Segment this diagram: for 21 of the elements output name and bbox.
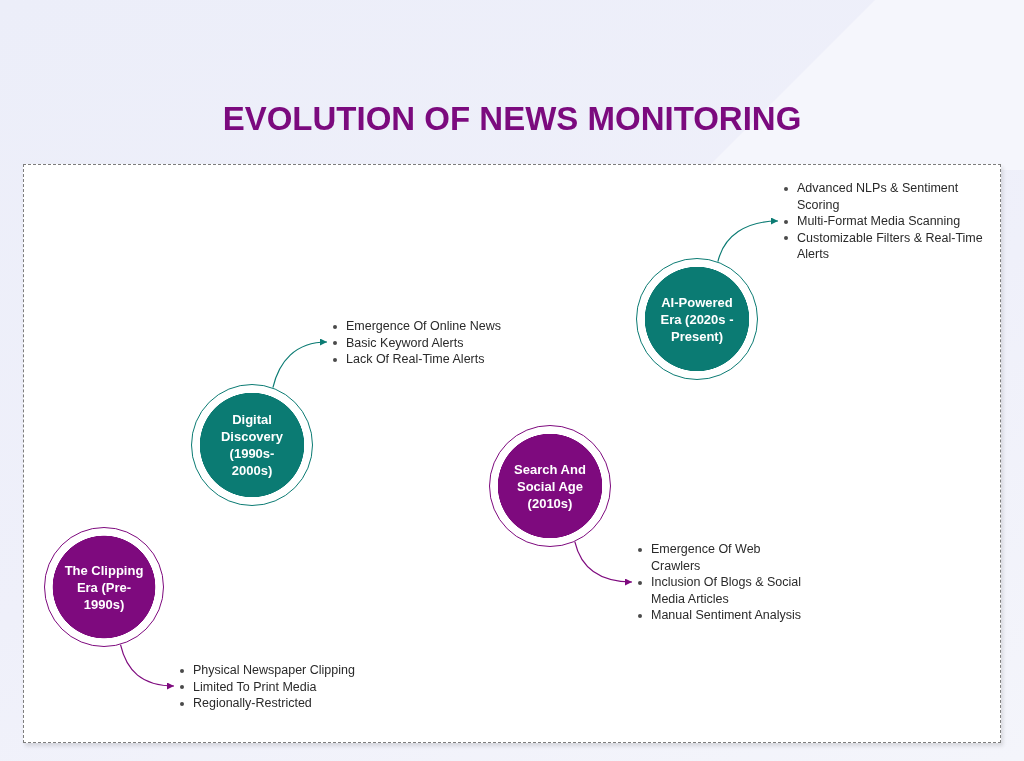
bullet-item: Limited To Print Media: [193, 678, 318, 695]
arrow: [574, 541, 633, 586]
bullet-item: Multi-Format Media Scanning: [797, 213, 962, 230]
bullet-item: Physical Newspaper Clipping: [193, 662, 356, 679]
arrow: [272, 338, 328, 389]
bullet-item: Inclusion Of Blogs & Social Media Articles: [651, 574, 803, 607]
bullet-item: Customizable Filters & Real-Time Alerts: [797, 229, 983, 263]
arrow: [119, 644, 175, 690]
bullet-item: Emergence Of Web Crawlers: [651, 541, 762, 574]
bullet-item: Advanced NLPs & Sentiment Scoring: [797, 180, 960, 213]
era-label: The Clipping Era (Pre-1990s): [63, 561, 145, 613]
bullet-item: Emergence Of Online News: [346, 318, 502, 335]
era-label: Digital Discovery (1990s-2000s): [219, 411, 285, 479]
era-label: AI-Powered Era (2020s - Present): [659, 293, 735, 345]
bullet-item: Regionally-Restricted: [193, 695, 313, 712]
bullet-item: Lack Of Real-Time Alerts: [346, 351, 486, 368]
era-label: Search And Social Age (2010s): [513, 460, 587, 512]
arrow: [717, 217, 779, 263]
bullet-item: Manual Sentiment Analysis: [651, 607, 803, 624]
title: EVOLUTION OF NEWS MONITORING: [222, 99, 802, 139]
bullet-item: Basic Keyword Alerts: [346, 334, 465, 351]
